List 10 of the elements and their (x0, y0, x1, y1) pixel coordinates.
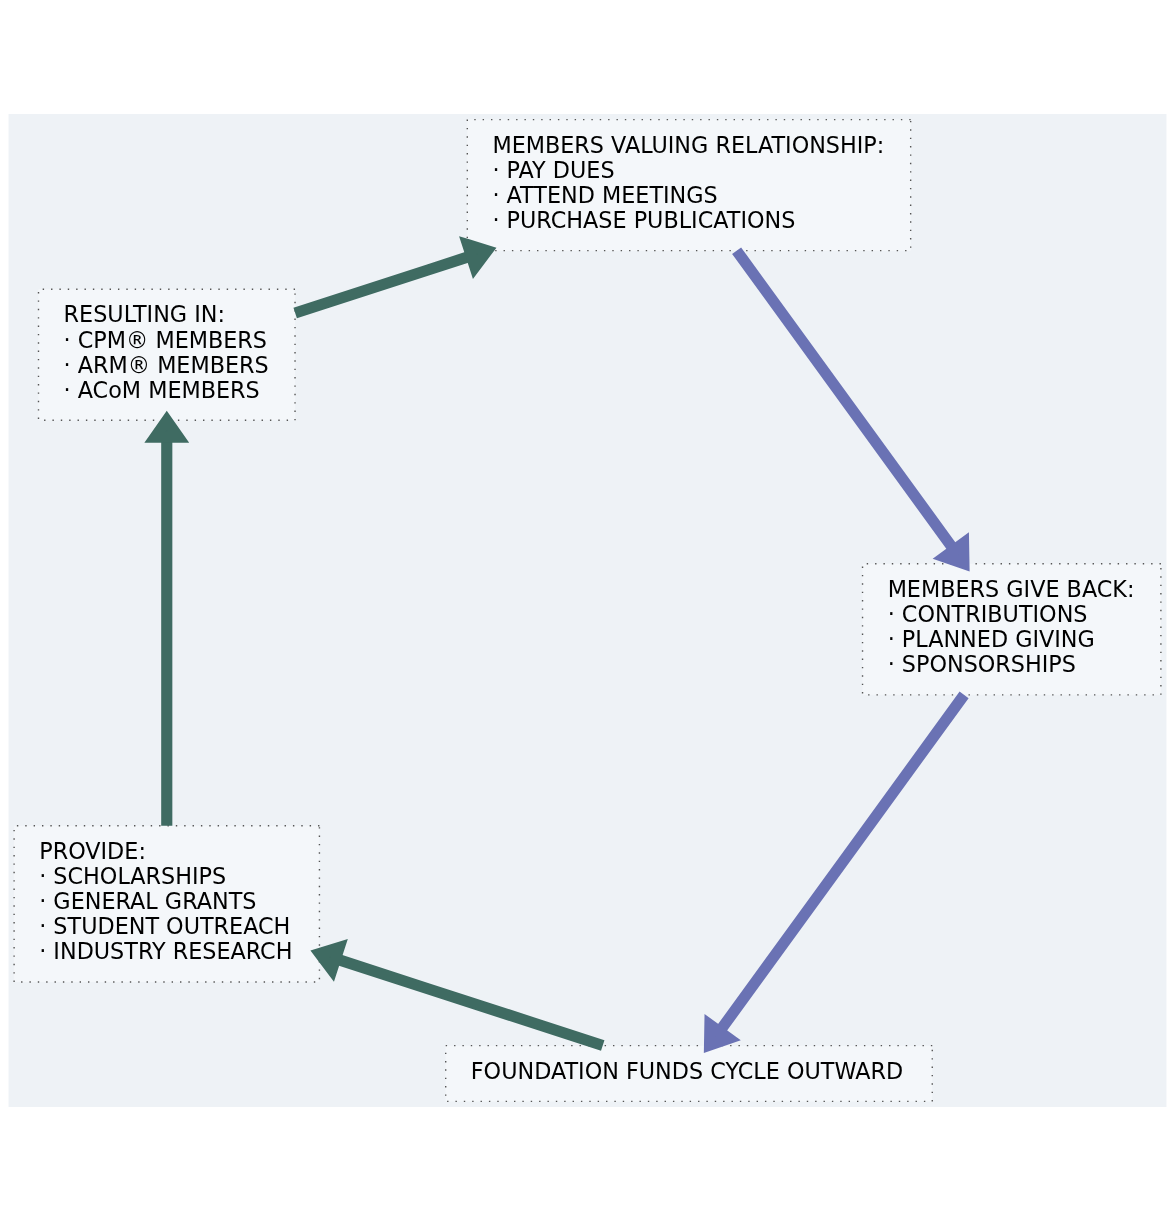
arrow (293, 236, 497, 319)
node-box: PROVIDE: · SCHOLARSHIPS · GENERAL GRANTS · STUDENT OUTREACH · INDUSTRY RESEARCH (13, 825, 321, 983)
arrow (732, 247, 970, 572)
node-box: RESULTING IN: · CPM® MEMBERS · ARM® MEMBERS · ACoM MEMBERS (37, 288, 296, 421)
arrow (310, 939, 605, 1051)
arrow (144, 410, 190, 826)
node-box: FOUNDATION FUNDS CYCLE OUTWARD (445, 1044, 933, 1103)
node-box: MEMBERS GIVE BACK: · CONTRIBUTIONS · PLANNED GIVING · SPONSORSHIPS (861, 563, 1162, 696)
node-box: MEMBERS VALUING RELATIONSHIP: · PAY DUES · ATTEND MEETINGS · PURCHASE PUBLICATIONS (466, 118, 912, 252)
arrow (703, 691, 969, 1054)
